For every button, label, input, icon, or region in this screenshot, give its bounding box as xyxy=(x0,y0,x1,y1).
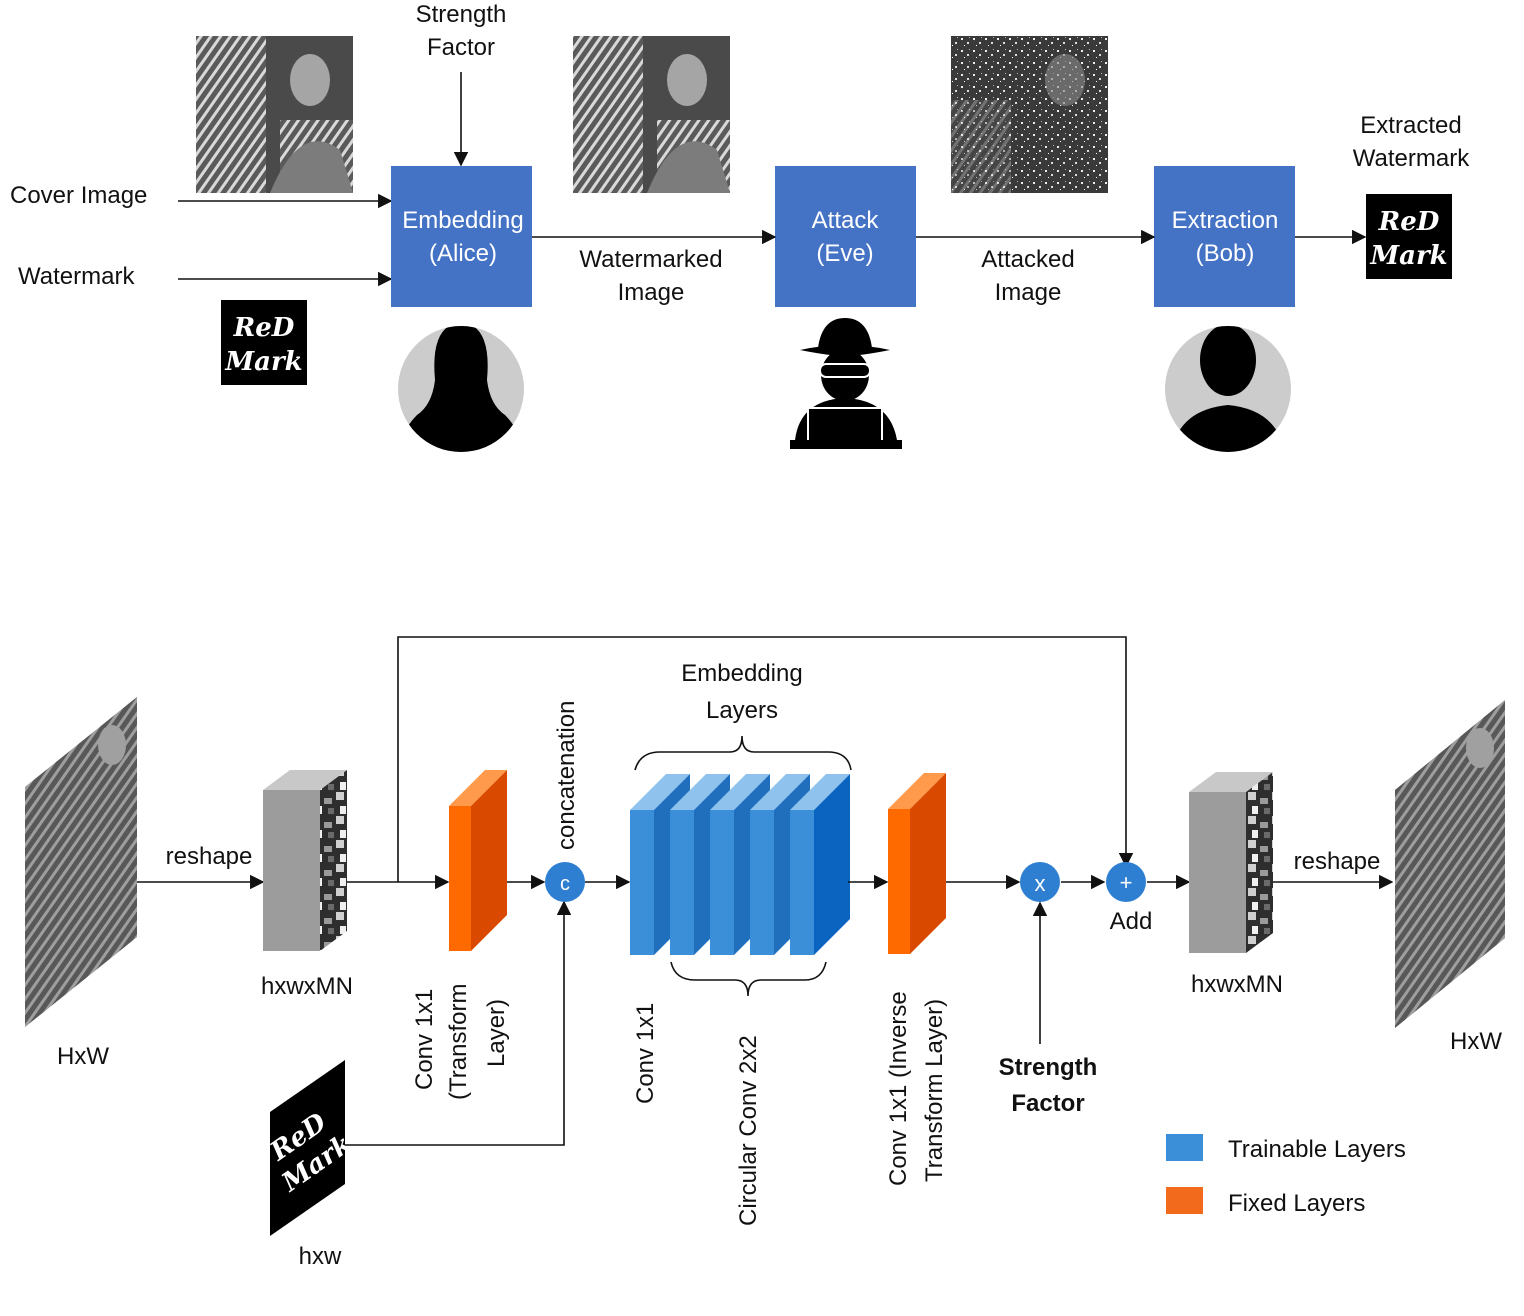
watermark-input-hxw: ReD Mark xyxy=(264,1060,357,1236)
watermarked-image-label-line1: Watermarked xyxy=(579,246,722,273)
circular-conv-brace xyxy=(670,961,827,997)
transform-layer-label-line2: (Transform xyxy=(445,984,472,1100)
concatenation-label: concatenation xyxy=(553,701,580,850)
watermark-label: Watermark xyxy=(18,263,135,290)
concat-operator: c xyxy=(545,862,585,902)
input-image-hxw xyxy=(25,697,137,1027)
strength-factor-label-line1: Strength xyxy=(416,1,507,28)
legend-fixed-swatch xyxy=(1166,1187,1203,1214)
bob-avatar-icon xyxy=(1165,326,1291,452)
svg-text:(Alice): (Alice) xyxy=(429,240,497,267)
cover-image-thumbnail xyxy=(196,36,353,193)
add-label: Add xyxy=(1110,908,1153,935)
output-size-label: HxW xyxy=(1450,1028,1502,1055)
watermarked-image-thumbnail xyxy=(573,36,730,193)
cover-image-label: Cover Image xyxy=(10,182,147,209)
svg-text:Extraction: Extraction xyxy=(1172,207,1279,234)
svg-text:x: x xyxy=(1035,871,1046,896)
circular-conv-label: Circular Conv 2x2 xyxy=(735,1035,762,1226)
extracted-watermark-label-line2: Watermark xyxy=(1353,145,1470,172)
svg-text:ReD: ReD xyxy=(1378,207,1440,237)
inverse-transform-label-line1: Conv 1x1 (Inverse xyxy=(885,991,912,1186)
reshape-in-label: reshape xyxy=(166,843,253,870)
svg-text:(Bob): (Bob) xyxy=(1196,240,1255,267)
alice-avatar-icon xyxy=(398,326,524,452)
input-tensor-cube xyxy=(263,770,347,951)
transform-layer-label-line1: Conv 1x1 xyxy=(411,989,438,1090)
svg-text:+: + xyxy=(1120,870,1133,895)
attacked-image-label-line1: Attacked xyxy=(981,246,1074,273)
extracted-watermark-label-line1: Extracted xyxy=(1360,112,1461,139)
attack-box: Attack (Eve) xyxy=(775,166,916,307)
hacker-icon xyxy=(790,318,902,449)
watermarked-image-label-line2: Image xyxy=(618,279,685,306)
svg-text:Attack: Attack xyxy=(812,207,880,234)
multiply-operator: x xyxy=(1020,862,1060,902)
embedding-layers-stack xyxy=(630,774,850,955)
strength-factor-bottom-label-line1: Strength xyxy=(999,1054,1098,1081)
input-watermark-logo: ReD Mark xyxy=(221,300,307,385)
watermark-size-label: hxw xyxy=(299,1243,342,1270)
conv-1x1-label: Conv 1x1 xyxy=(632,1003,659,1104)
skip-connection-arrow xyxy=(397,636,1134,882)
extracted-watermark-logo: ReD Mark xyxy=(1366,194,1452,279)
attacked-image-thumbnail xyxy=(951,36,1108,193)
add-operator: + xyxy=(1106,862,1146,902)
svg-text:(Eve): (Eve) xyxy=(816,240,873,267)
watermark-to-concat-arrow xyxy=(345,900,572,1146)
output-image-hxw xyxy=(1395,700,1505,1028)
embedding-layers-brace xyxy=(634,735,852,771)
legend-fixed-label: Fixed Layers xyxy=(1228,1190,1365,1217)
embedding-layers-label-line1: Embedding xyxy=(681,660,802,687)
svg-text:Mark: Mark xyxy=(224,347,302,377)
transform-layer-block xyxy=(449,770,507,951)
attacked-image-label-line2: Image xyxy=(995,279,1062,306)
svg-text:ReD: ReD xyxy=(233,313,295,343)
svg-text:Embedding: Embedding xyxy=(402,207,523,234)
legend: Trainable Layers Fixed Layers xyxy=(1166,1134,1406,1217)
legend-trainable-swatch xyxy=(1166,1134,1203,1161)
reshape-out-label: reshape xyxy=(1294,848,1381,875)
inverse-transform-layer-block xyxy=(888,773,946,954)
embedding-layers-label-line2: Layers xyxy=(706,697,778,724)
svg-text:c: c xyxy=(560,873,570,895)
legend-trainable-label: Trainable Layers xyxy=(1228,1136,1406,1163)
transform-layer-label-line3: Layer) xyxy=(483,999,510,1067)
output-tensor-label: hxwxMN xyxy=(1191,971,1283,998)
input-tensor-label: hxwxMN xyxy=(261,973,353,1000)
inverse-transform-label-line2: Transform Layer) xyxy=(921,999,948,1182)
output-tensor-cube xyxy=(1189,772,1273,953)
embedding-layer-5 xyxy=(790,774,850,955)
svg-text:Mark: Mark xyxy=(1369,241,1447,271)
extraction-box: Extraction (Bob) xyxy=(1154,166,1295,307)
embedding-box: Embedding (Alice) xyxy=(391,166,532,307)
strength-factor-label-line2: Factor xyxy=(427,34,495,61)
strength-factor-bottom-label-line2: Factor xyxy=(1011,1090,1084,1117)
input-size-label: HxW xyxy=(57,1043,109,1070)
